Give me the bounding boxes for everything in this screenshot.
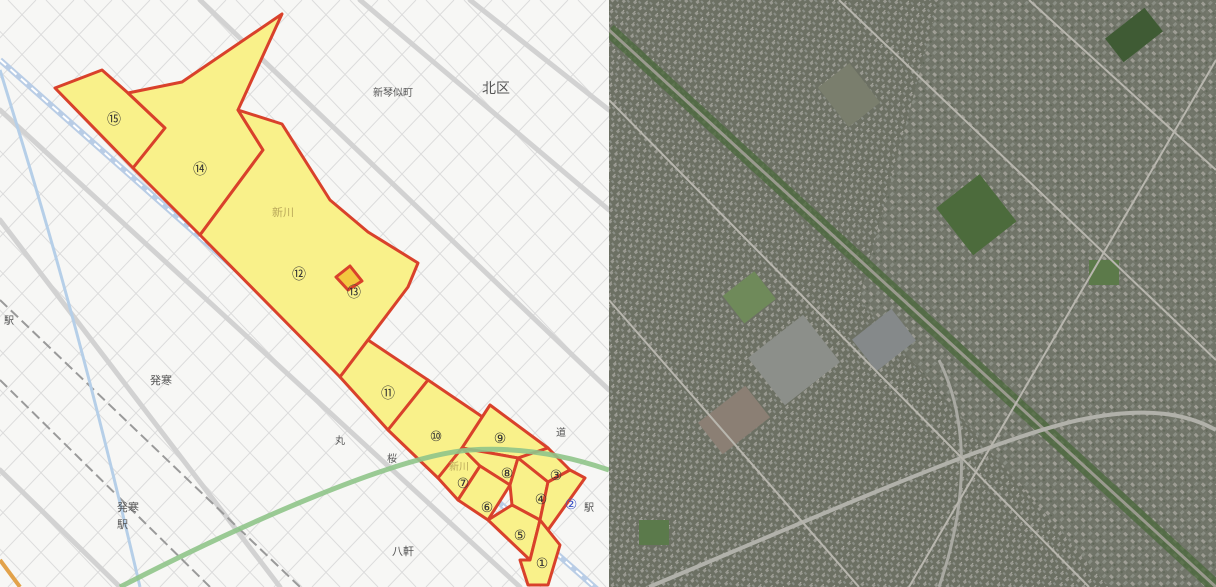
street-line	[501, 474, 609, 587]
zone-13	[334, 264, 364, 292]
river	[0, 69, 142, 587]
label-kita-ku: 北区	[482, 81, 510, 97]
zone-12	[198, 108, 420, 379]
label-near-river-1: 桜	[387, 452, 397, 465]
street-line	[0, 389, 189, 587]
zone-label-5: ⑤	[514, 528, 527, 544]
label-hassamu-station-1: 発寒	[117, 500, 139, 514]
street-line	[0, 0, 493, 517]
label-hachiken: 八軒	[392, 545, 414, 558]
street-line	[387, 0, 609, 233]
label-road-2: 駅	[584, 502, 594, 514]
label-shinkotoni: 新琴似町	[373, 86, 413, 99]
zone-2	[538, 468, 587, 532]
zone-map[interactable]: ① ② ③ ④ ⑤ ⑥ ⑦ ⑧ ⑨ ⑩ ⑪ ⑫ ⑬ ⑭ ⑮ 北区 新琴似町 新川…	[0, 0, 609, 587]
zones	[53, 12, 587, 587]
street-line	[0, 0, 379, 397]
land-patches	[639, 7, 1163, 545]
label-road-1: 道	[556, 426, 566, 439]
zone-label-15: ⑮	[107, 112, 121, 128]
zone-label-4: ④	[535, 492, 548, 508]
street-line	[311, 274, 609, 587]
zone-label-12: ⑫	[292, 267, 306, 283]
street-line	[0, 0, 341, 358]
street-line	[273, 235, 609, 587]
rail-tracks	[609, 28, 1216, 587]
label-shinkawa-area: 新川	[272, 205, 294, 219]
expressway-ramp	[937, 359, 963, 587]
zone-label-11: ⑪	[381, 386, 395, 402]
aerial-photo-canvas	[609, 0, 1216, 587]
label-left-edge: 駅	[4, 315, 14, 327]
zone-label-10: ⑩	[430, 429, 443, 445]
expressway-arc	[648, 410, 1216, 587]
zone-label-13: ⑬	[347, 285, 361, 301]
zone-labels: ① ② ③ ④ ⑤ ⑥ ⑦ ⑧ ⑨ ⑩ ⑪ ⑫ ⑬ ⑭ ⑮	[107, 112, 577, 572]
expressway	[118, 446, 609, 587]
street-line	[0, 0, 455, 477]
street-line	[0, 0, 531, 557]
zone-1	[518, 518, 562, 587]
street-line	[425, 0, 609, 193]
zone-label-7: ⑦	[457, 476, 470, 492]
photo-roads	[609, 0, 1216, 587]
zone-label-3: ③	[550, 468, 563, 484]
label-hassamu: 発寒	[150, 373, 172, 387]
zone-label-14: ⑭	[193, 162, 207, 178]
zone-label-2: ②	[565, 497, 578, 513]
zone-label-9: ⑨	[494, 431, 507, 447]
zone-label-6: ⑥	[481, 500, 494, 516]
major-roads	[0, 0, 609, 587]
label-near-river-2: 丸	[335, 434, 345, 447]
street-line	[0, 429, 151, 587]
zone-label-1: ①	[536, 556, 549, 572]
street-line	[0, 0, 113, 119]
urban-texture-east	[859, 0, 1216, 587]
zone-label-8: ⑧	[501, 466, 514, 482]
street-line	[159, 115, 609, 587]
street-line	[349, 314, 609, 587]
street-line	[349, 0, 609, 273]
street-line	[463, 0, 609, 153]
street-line	[0, 309, 265, 587]
street-line	[0, 0, 417, 437]
orange-road	[0, 558, 22, 587]
label-hassamu-station-2: 駅	[117, 518, 128, 531]
street-line	[0, 0, 151, 158]
dashed-railway	[0, 299, 301, 587]
aerial-photo	[609, 0, 1216, 587]
map-canvas: ① ② ③ ④ ⑤ ⑥ ⑦ ⑧ ⑨ ⑩ ⑪ ⑫ ⑬ ⑭ ⑮ 北区 新琴似町 新川…	[0, 0, 609, 587]
street-line	[197, 155, 609, 587]
street-line	[0, 349, 227, 587]
label-shinkawa-station-area: 新川	[449, 460, 469, 473]
place-labels: 北区 新琴似町 新川 新川 発寒 発寒 駅 八軒 桜 丸 道 駅 駅	[4, 81, 594, 558]
